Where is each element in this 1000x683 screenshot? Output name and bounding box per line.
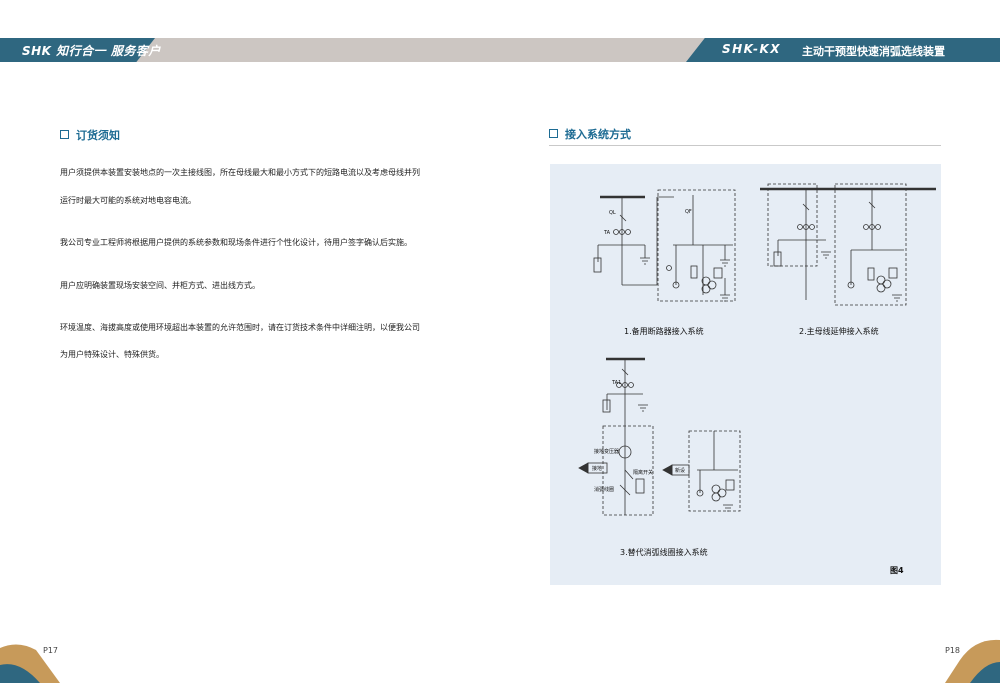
square-bullet-icon <box>60 130 69 139</box>
paragraph: 运行时最大可能的系统对地电容电流。 <box>60 196 196 205</box>
caption-diagram-2: 2.主母线延伸接入系统 <box>799 327 879 336</box>
section-title-text: 接入系统方式 <box>565 128 631 141</box>
diagram-3 <box>578 357 741 516</box>
label-arc-coil: 消弧线圈 <box>594 487 615 493</box>
label-qf: QF <box>685 209 692 215</box>
paragraph: 用户须提供本装置安装地点的一次主接线图，所在母线最大和最小方式下的短路电流以及考… <box>60 168 420 177</box>
header-product-title: 主动干预型快速消弧选线装置 <box>802 45 945 58</box>
section-title-text: 订货须知 <box>76 129 120 142</box>
diagram-2 <box>760 183 936 306</box>
header-right-tab <box>686 38 1000 62</box>
section-title-access: 接入系统方式 <box>549 126 631 142</box>
label-isolation-switch: 隔离开关 <box>633 470 654 476</box>
label-grounding-transformer: 接地变压器 <box>594 449 620 455</box>
corner-decoration-left-inner <box>0 664 40 683</box>
corner-decoration-right-inner <box>970 662 1000 683</box>
figure-label: 图4 <box>890 566 904 575</box>
section-title-ordering: 订货须知 <box>60 127 120 143</box>
label-ta1: TA1 <box>612 380 622 386</box>
square-bullet-icon <box>549 129 558 138</box>
paragraph: 环境温度、海拔高度或使用环境超出本装置的允许范围时，请在订货技术条件中详细注明，… <box>60 323 420 332</box>
header-left-tab <box>0 38 155 62</box>
header-brand: SHK-KX <box>722 42 782 56</box>
page-number-left: P17 <box>43 646 59 655</box>
label-ta: TA <box>604 230 611 236</box>
paragraph: 我公司专业工程师将根据用户提供的系统参数和现场条件进行个性化设计，待用户签字确认… <box>60 238 412 247</box>
diagram-1 <box>593 189 736 302</box>
page-number-right: P18 <box>945 646 961 655</box>
header-slogan: SHK 知行合一 服务客户 <box>22 44 161 58</box>
caption-diagram-3: 3.替代消弧线圈接入系统 <box>620 548 708 557</box>
label-fault: 接地 <box>592 466 603 472</box>
label-new: 新设 <box>675 468 686 474</box>
section-divider <box>549 145 941 146</box>
label-qs: QL <box>609 210 616 216</box>
paragraph: 用户应明确装置现场安装空间、并柜方式、进出线方式。 <box>60 281 260 290</box>
caption-diagram-1: 1.备用断路器接入系统 <box>624 327 704 336</box>
paragraph: 为用户特殊设计、特殊供货。 <box>60 350 164 359</box>
